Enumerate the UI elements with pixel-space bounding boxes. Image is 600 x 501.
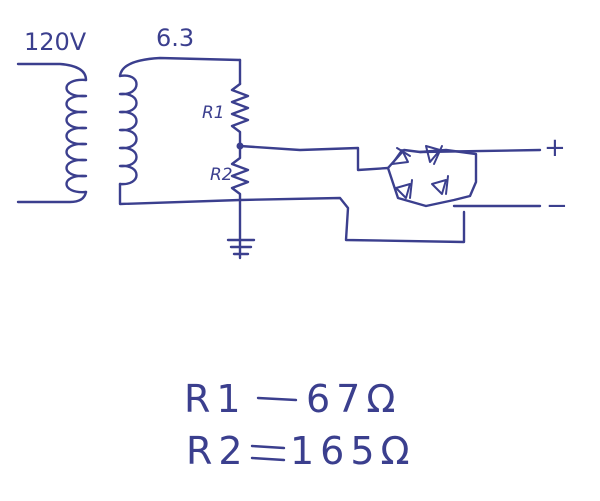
equation-r1: R1 67Ω [184,377,401,421]
equation-r1-name: R1 [184,377,247,421]
primary-voltage-label: 120V [24,28,87,56]
transformer-secondary [118,56,242,206]
bridge-wiring [238,144,542,244]
primary-coil [65,78,88,194]
resistor-r1 [230,82,250,148]
equation-r2-name: R2 [186,429,249,473]
diode-1 [391,147,411,165]
output-positive-label: + [544,133,566,163]
diode-2 [425,145,443,165]
transformer-primary [16,62,88,204]
diode-4 [431,175,449,195]
equation-r1-dash [256,396,298,402]
equation-r1-value: 67Ω [306,377,401,421]
equation-r2-value: 165Ω [290,429,416,473]
resistor-1-label: R1 [202,103,225,123]
secondary-voltage-label: 6.3 [156,24,194,52]
secondary-coil [118,74,138,186]
resistor-divider [226,58,256,260]
diode-3 [395,179,413,199]
equation-r2: R2 165Ω [186,429,416,473]
equation-r2-equals [250,444,286,462]
output-negative-label: − [546,191,568,221]
resistor-r2 [230,144,250,202]
resistor-2-label: R2 [210,165,233,185]
diode-bridge [391,145,449,199]
ground-symbol [226,238,256,260]
